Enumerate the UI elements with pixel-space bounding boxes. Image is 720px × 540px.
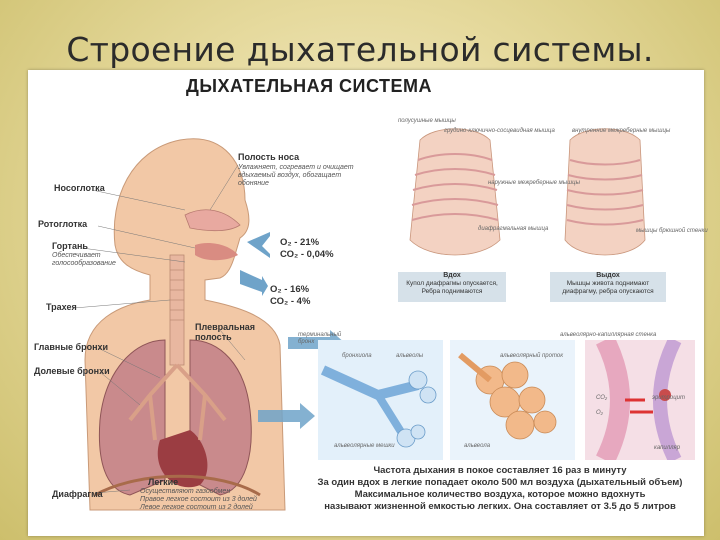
bronchiole-illustration bbox=[318, 340, 443, 460]
alveoli-label: альвеолы bbox=[396, 353, 424, 359]
larynx-label: Гортань bbox=[52, 241, 88, 251]
alveolar-duct-illustration bbox=[450, 340, 575, 460]
slide-title: Строение дыхательной системы. bbox=[66, 30, 654, 69]
chest-label-a: полусушные мышцы bbox=[398, 118, 456, 124]
main-bronchi-label: Главные бронхи bbox=[34, 342, 109, 352]
red-cell-label: эритроцит bbox=[652, 395, 685, 401]
oropharynx-label: Ротоглотка bbox=[38, 219, 88, 229]
bronchiole-label: бронхиола bbox=[342, 353, 372, 359]
chest-inhale-illustration bbox=[409, 128, 501, 256]
co2-label: СО₂ bbox=[596, 395, 608, 401]
chest-label-b: грудино-ключично-сосцевидная мышца bbox=[444, 128, 555, 134]
info-text: Частота дыхания в покое составляет 16 ра… bbox=[317, 465, 683, 512]
lungs-label: Легкие bbox=[148, 477, 179, 487]
inhaled-o2: О₂ - 21% bbox=[280, 237, 320, 248]
capillary-illustration bbox=[585, 340, 695, 460]
chest-label-c: наружные межреберные мышцы bbox=[488, 180, 581, 186]
exhaled-o2: О₂ - 16% bbox=[270, 284, 310, 295]
alveolar-sacs-label: альвеолярные мешки bbox=[334, 443, 395, 449]
exhaled-co2: СО₂ - 4% bbox=[270, 296, 311, 307]
lobar-bronchi-label: Долевые бронхи bbox=[34, 366, 110, 376]
chest-label-e: внутренние межреберные мышцы bbox=[572, 128, 671, 134]
nasopharynx-label: Носоглотка bbox=[54, 183, 105, 193]
alveolar-duct-label: альвеолярный проток bbox=[500, 353, 564, 359]
panel-title: ДЫХАТЕЛЬНАЯ СИСТЕМА bbox=[186, 76, 433, 96]
capillary-wall-label: альвеолярно-капиллярная стенка bbox=[560, 332, 657, 338]
nasal-cavity-label: Полость носа bbox=[238, 152, 300, 162]
chest-label-f: мышцы брюшной стенки bbox=[636, 228, 708, 234]
capillary-label: капилляр bbox=[654, 445, 681, 451]
o2-label: О₂ bbox=[596, 410, 603, 416]
diaphragm-label: Диафрагма bbox=[52, 489, 103, 499]
alveoli2-label: альвеола bbox=[464, 443, 491, 449]
chest-exhale-illustration bbox=[564, 128, 646, 256]
inhaled-co2: СО₂ - 0,04% bbox=[280, 249, 334, 260]
chest-label-d: диафрагмальная мышца bbox=[478, 226, 549, 232]
trachea-label: Трахея bbox=[46, 302, 77, 312]
